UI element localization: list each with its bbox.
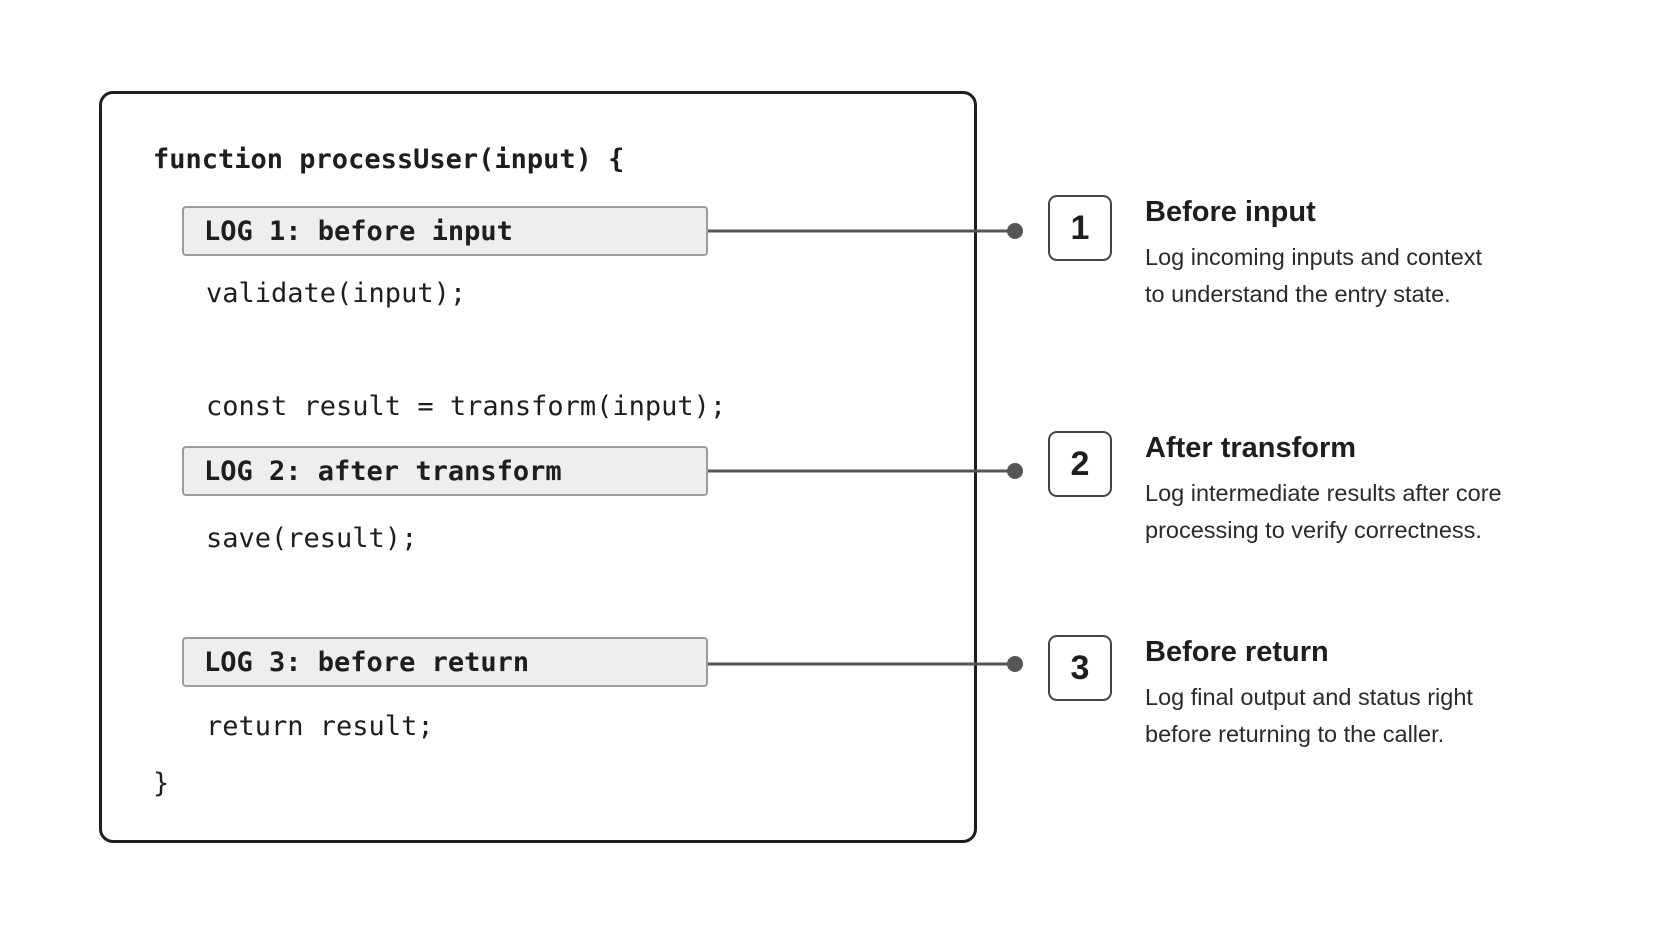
step-badge-1: 1 <box>1048 195 1112 261</box>
note-1: Before input Log incoming inputs and con… <box>1145 196 1645 313</box>
code-line-return: return result; <box>206 711 434 742</box>
log-label-3: LOG 3: before return <box>204 646 530 678</box>
note-description-2: Log intermediate results after core proc… <box>1145 480 1502 543</box>
log-label-1: LOG 1: before input <box>204 215 513 247</box>
log-label-2: LOG 2: after transform <box>204 455 562 487</box>
note-3: Before return Log final output and statu… <box>1145 636 1645 753</box>
step-badge-2: 2 <box>1048 431 1112 497</box>
function-signature: function processUser(input) { <box>153 144 625 175</box>
code-line-save: save(result); <box>206 523 418 554</box>
code-line-validate: validate(input); <box>206 278 467 309</box>
log-box-3: LOG 3: before return <box>182 637 708 687</box>
closing-brace: } <box>153 768 170 799</box>
note-title-1: Before input <box>1145 196 1316 228</box>
log-box-1: LOG 1: before input <box>182 206 708 256</box>
note-description-3: Log final output and status right before… <box>1145 684 1473 747</box>
code-line-transform: const result = transform(input); <box>206 391 727 422</box>
note-2: After transform Log intermediate results… <box>1145 432 1645 549</box>
note-description-1: Log incoming inputs and context to under… <box>1145 244 1483 307</box>
note-title-2: After transform <box>1145 432 1357 464</box>
log-box-2: LOG 2: after transform <box>182 446 708 496</box>
note-title-3: Before return <box>1145 636 1329 668</box>
connector-dot-2 <box>1007 463 1023 479</box>
connector-dot-1 <box>1007 223 1023 239</box>
connector-dot-3 <box>1007 656 1023 672</box>
step-badge-3: 3 <box>1048 635 1112 701</box>
